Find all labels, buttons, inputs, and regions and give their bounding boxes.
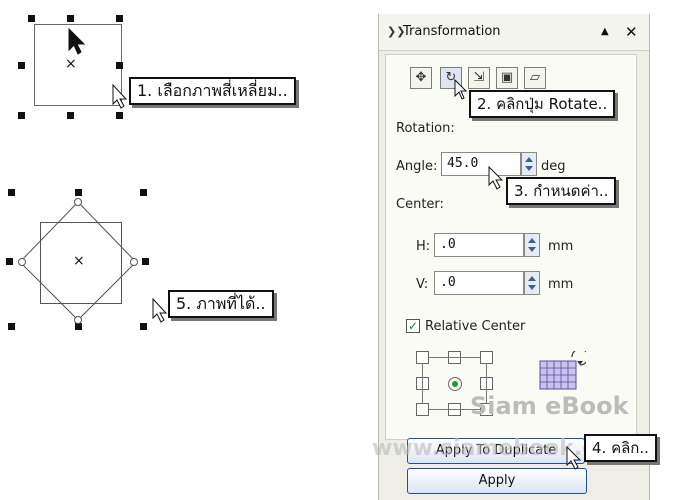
node-handle[interactable] — [74, 316, 82, 324]
docker-title: Transformation — [403, 24, 501, 39]
h-input[interactable]: .0 — [434, 233, 524, 257]
arrow-cursor-icon — [566, 446, 582, 470]
selection-handle[interactable] — [116, 15, 123, 22]
selection-handle[interactable] — [8, 323, 15, 330]
node-handle[interactable] — [130, 258, 138, 266]
center-mark-icon: × — [65, 56, 77, 72]
callout-step-4: 4. คลิก.. — [584, 434, 657, 462]
position-tool-button[interactable]: ✥ — [410, 67, 432, 89]
arrow-cursor-icon — [68, 28, 86, 55]
selection-handle[interactable] — [75, 323, 82, 330]
callout-step-3: 3. กำหนดค่า.. — [506, 177, 617, 205]
anchor-top-right[interactable] — [480, 351, 493, 364]
node-handle[interactable] — [18, 258, 26, 266]
scale-mirror-tool-button[interactable]: ⇲ — [468, 67, 490, 89]
transformation-docker: ❯❯ Transformation ▲ ✕ ✥ ↻ ⇲ ▣ ▱ Rotation… — [378, 14, 650, 500]
anchor-line — [429, 357, 480, 358]
center-section-label: Center: — [396, 197, 444, 212]
selection-handle[interactable] — [140, 189, 147, 196]
node-handle[interactable] — [74, 198, 82, 206]
h-unit: mm — [548, 239, 574, 254]
anchor-line — [422, 364, 423, 403]
selection-handle[interactable] — [6, 258, 13, 265]
v-unit: mm — [548, 277, 574, 292]
apply-to-duplicate-button[interactable]: Apply To Duplicate — [407, 438, 585, 464]
anchor-line — [429, 409, 480, 410]
close-icon[interactable]: ✕ — [625, 23, 638, 41]
rotation-section-label: Rotation: — [396, 121, 455, 136]
original-square — [40, 222, 122, 304]
h-label: H: — [416, 239, 431, 254]
v-label: V: — [416, 277, 429, 292]
move-arrows-icon: ✥ — [415, 70, 427, 85]
arrow-cursor-icon — [454, 79, 468, 100]
selection-handle[interactable] — [116, 112, 123, 119]
anchor-line — [486, 364, 487, 403]
v-spinner[interactable] — [524, 271, 540, 295]
anchor-top-left[interactable] — [416, 351, 429, 364]
size-icon: ▣ — [500, 70, 514, 85]
relative-center-label: Relative Center — [425, 319, 526, 334]
selection-handle[interactable] — [67, 112, 74, 119]
arrow-cursor-icon — [152, 298, 168, 323]
selection-handle[interactable] — [8, 189, 15, 196]
anchor-center[interactable] — [448, 377, 462, 391]
apply-button[interactable]: Apply — [407, 468, 587, 494]
angle-input[interactable]: 45.0 — [441, 152, 521, 176]
skew-tool-button[interactable]: ▱ — [524, 67, 546, 89]
selection-handle[interactable] — [18, 112, 25, 119]
rotate-icon: ↻ — [445, 70, 457, 85]
collapse-arrow-icon[interactable]: ▲ — [601, 26, 609, 37]
selection-handle[interactable] — [75, 189, 82, 196]
callout-step-5: 5. ภาพที่ได้.. — [168, 290, 274, 318]
anchor-bottom-left[interactable] — [416, 403, 429, 416]
angle-unit: deg — [541, 159, 566, 174]
callout-step-1: 1. เลือกภาพสี่เหลี่ยม.. — [129, 77, 296, 105]
relative-center-checkbox[interactable]: ✓ — [406, 319, 420, 333]
center-mark-icon: × — [73, 253, 85, 269]
selection-handle[interactable] — [67, 15, 74, 22]
anchor-bottom-right[interactable] — [480, 403, 493, 416]
angle-spinner[interactable] — [521, 152, 537, 176]
docker-grip-icon[interactable]: ❯❯ — [387, 25, 406, 38]
size-tool-button[interactable]: ▣ — [496, 67, 518, 89]
selection-handle[interactable] — [18, 62, 25, 69]
h-spinner[interactable] — [524, 233, 540, 257]
docker-titlebar: ❯❯ Transformation ▲ ✕ — [379, 14, 649, 51]
scale-icon: ⇲ — [473, 70, 485, 85]
angle-label: Angle: — [396, 159, 438, 174]
arrow-cursor-icon — [488, 166, 504, 190]
rotate-tool-button[interactable]: ↻ — [440, 67, 462, 89]
watermark-top: Siam eBook — [470, 392, 629, 420]
arrow-cursor-icon — [112, 84, 128, 109]
skew-icon: ▱ — [530, 70, 540, 85]
rotate-preview-icon — [539, 351, 586, 390]
v-input[interactable]: .0 — [434, 271, 524, 295]
selection-handle[interactable] — [142, 258, 149, 265]
selection-handle[interactable] — [116, 62, 123, 69]
callout-step-2: 2. คลิกปุ่ม Rotate.. — [469, 90, 616, 118]
selection-handle[interactable] — [140, 323, 147, 330]
selection-handle[interactable] — [28, 15, 35, 22]
